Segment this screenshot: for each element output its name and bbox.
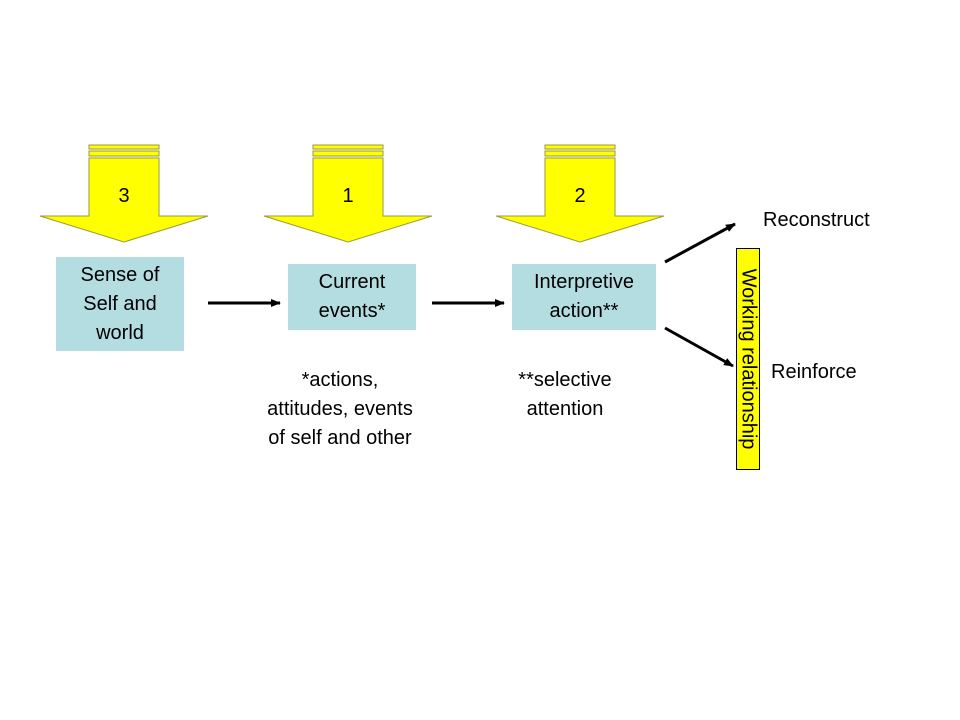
box-current-events: Current events* — [288, 264, 416, 330]
working-relationship-banner: Working relationship — [736, 248, 760, 470]
outcome-reconstruct: Reconstruct — [763, 209, 870, 231]
stage-number-3: 3 — [118, 185, 130, 207]
stage-number-1: 1 — [342, 185, 354, 207]
branch-arrow-reconstruct — [664, 222, 736, 264]
block-arrow-stage-3 — [39, 144, 209, 243]
footnote-interpretive-action: **selective attention — [518, 369, 612, 420]
block-arrow-stage-2 — [495, 144, 665, 243]
footnote-current-events: *actions, attitudes, events of self and … — [267, 369, 413, 449]
box-sense-of-self: Sense of Self and world — [56, 257, 184, 351]
box-interpretive-action: Interpretive action** — [512, 264, 656, 330]
branch-arrow-reinforce — [664, 326, 734, 368]
outcome-reinforce: Reinforce — [771, 361, 857, 383]
block-arrow-stage-1 — [263, 144, 433, 243]
stage-number-2: 2 — [574, 185, 586, 207]
working-relationship-label: Working relationship — [737, 268, 760, 450]
